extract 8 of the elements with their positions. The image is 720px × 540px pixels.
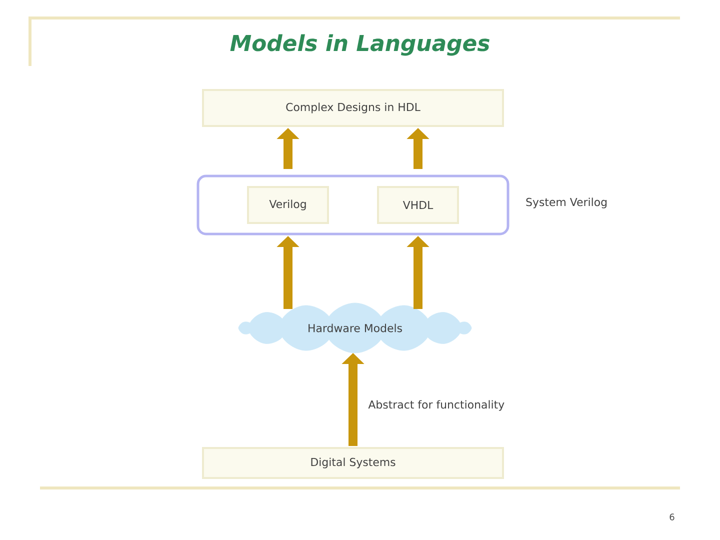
edge-label: Abstract for functionality [368, 400, 504, 411]
page-number: 6 [670, 514, 674, 520]
title: Models in Languages [230, 34, 490, 56]
text-box: Digital Systems [202, 447, 504, 479]
side-label: System Verilog [526, 198, 607, 208]
text-box: Complex Designs in HDL [202, 89, 504, 127]
text-box: VHDL [377, 186, 459, 224]
text-box: Verilog [247, 186, 329, 224]
